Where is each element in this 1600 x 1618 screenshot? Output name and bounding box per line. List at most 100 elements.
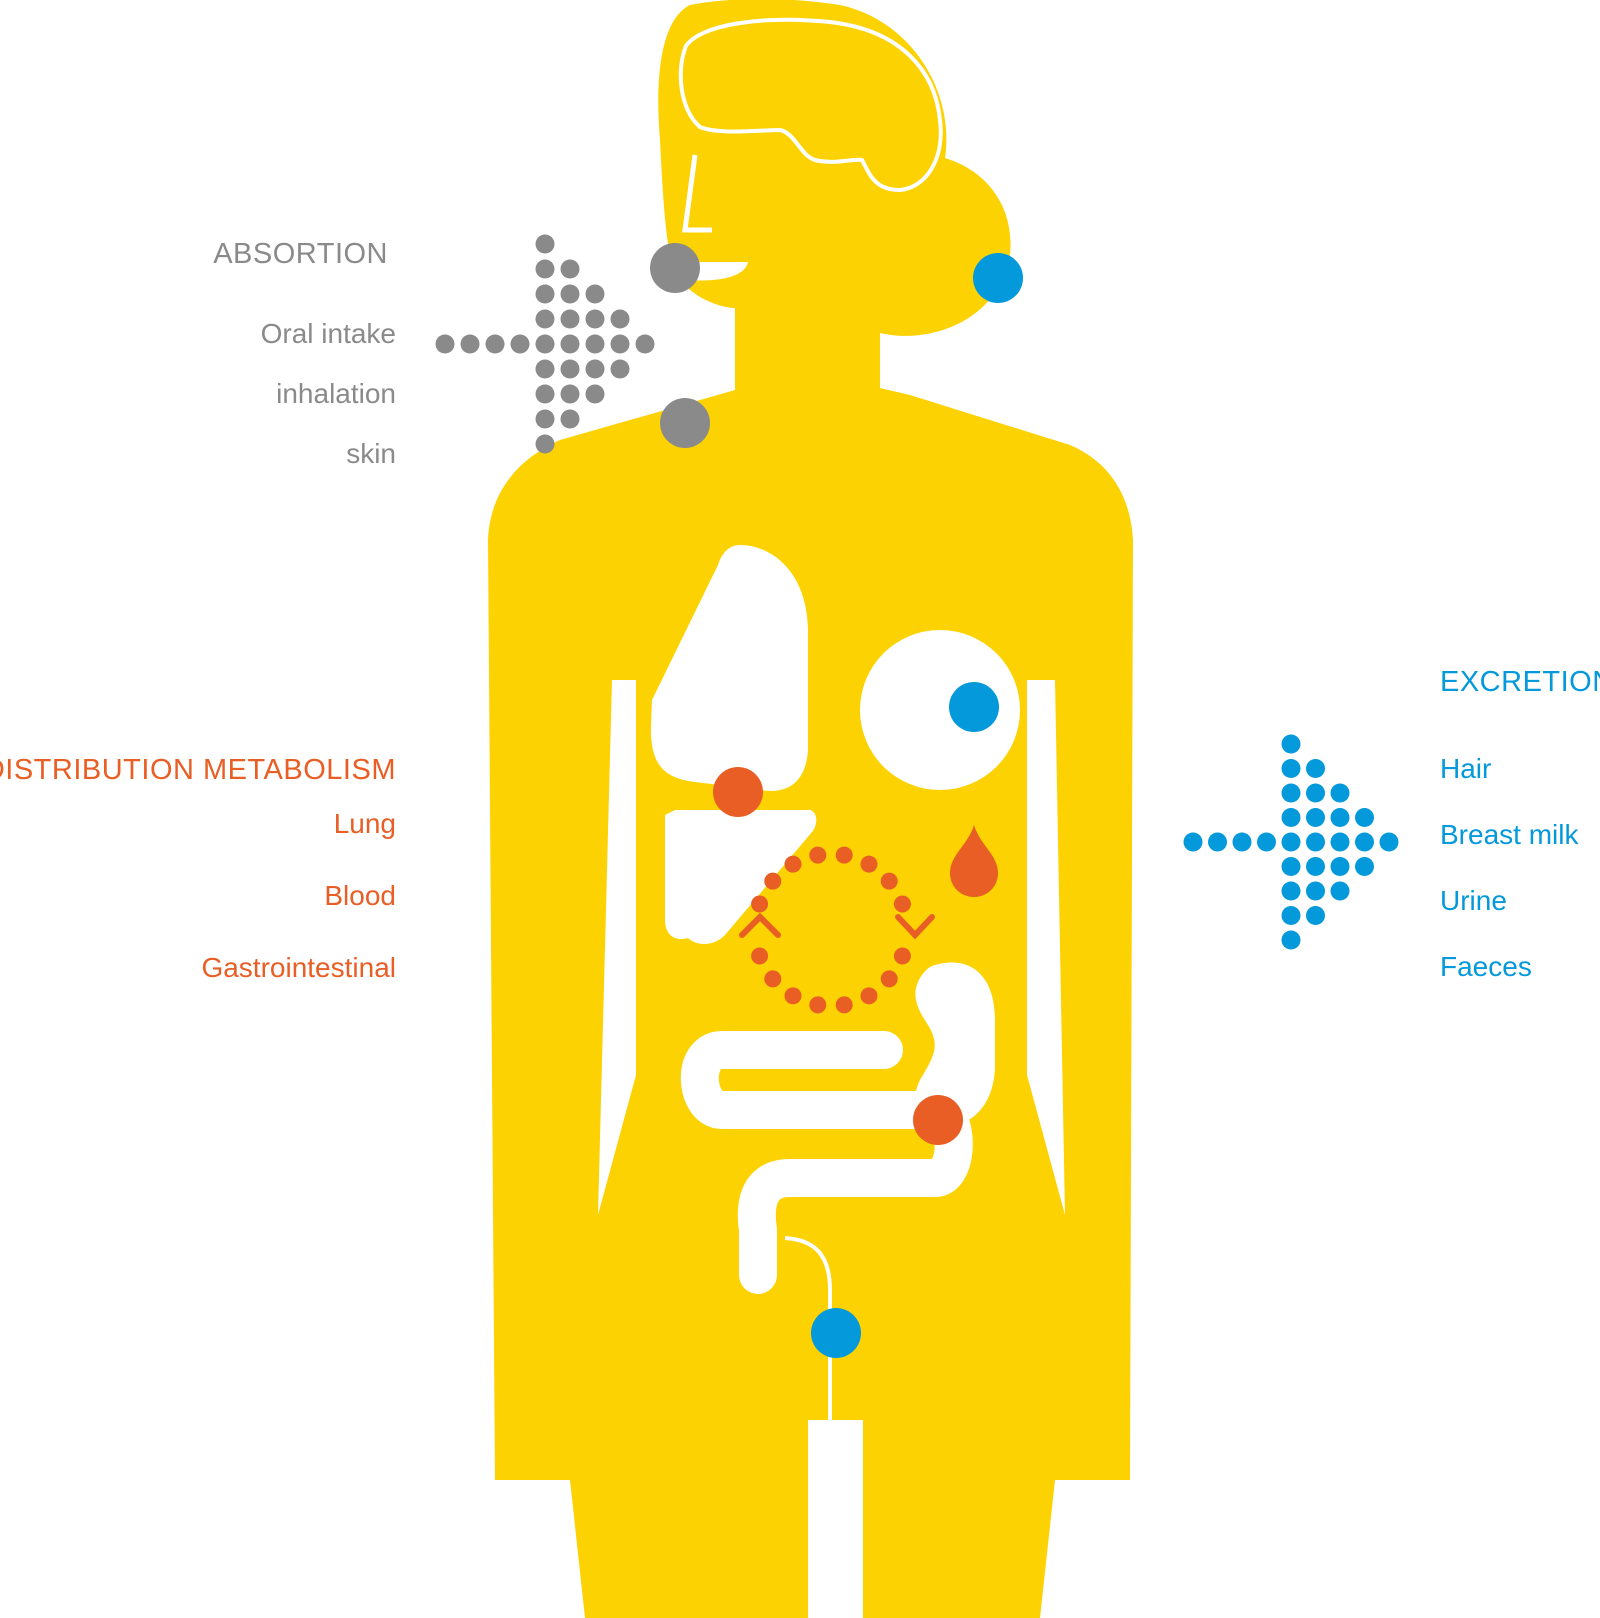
body-silhouette	[488, 0, 1133, 1618]
cycle-dot	[809, 996, 827, 1014]
cycle-dot	[784, 987, 802, 1005]
arrow-dot	[1257, 832, 1276, 852]
arrow-dot	[1281, 759, 1301, 778]
arrow-dot	[610, 334, 630, 354]
arrow-dot	[585, 284, 605, 304]
distribution-marker-gi	[913, 1095, 963, 1145]
human-body-icon	[488, 0, 1133, 1618]
cycle-dot	[860, 855, 878, 873]
cycle-dot	[764, 872, 782, 890]
arrow-dot	[1330, 832, 1350, 852]
excretion-marker-breast	[949, 682, 999, 732]
arrow-dot	[1183, 832, 1203, 852]
breast-icon	[860, 630, 1020, 790]
absorption-marker-skin	[660, 398, 710, 448]
leg-gap	[808, 1420, 863, 1618]
arrow-dot	[1281, 881, 1301, 901]
arrow-dot	[1208, 832, 1227, 852]
arrow-dot	[610, 359, 630, 379]
lung-icon	[650, 545, 808, 791]
arrow-dot	[1281, 857, 1301, 876]
arrow-dot	[610, 309, 630, 329]
arrow-dot	[1232, 832, 1252, 852]
arrow-dot	[535, 359, 555, 379]
cycle-dot	[893, 895, 911, 913]
arrow-dot	[485, 334, 505, 354]
arrow-dot	[535, 259, 555, 279]
cycle-dot	[764, 970, 782, 988]
arrow-dot	[1330, 808, 1350, 827]
cycle-dot	[784, 855, 802, 873]
right-arm-gap	[1027, 680, 1065, 1215]
cycle-dot	[835, 846, 853, 864]
intestine-icon-outlet	[784, 1236, 832, 1420]
arrow-dot	[460, 334, 480, 354]
cycle-arrow-right-icon	[895, 914, 935, 940]
arrow-dot	[1306, 906, 1325, 925]
nose-icon	[682, 154, 712, 233]
excretion-item-hair: Hair	[1440, 753, 1492, 784]
arrow-dot	[1306, 808, 1325, 827]
arrow-dot	[1355, 808, 1374, 827]
arrow-dot	[1306, 759, 1325, 778]
circulation-cycle-icon	[751, 846, 911, 1014]
arrow-dot	[585, 384, 605, 404]
arrow-dot	[535, 334, 555, 354]
arrow-dot	[560, 409, 580, 429]
absorption-marker-mouth	[650, 243, 700, 293]
arrow-dot	[1306, 881, 1325, 901]
left-arm-gap	[598, 680, 636, 1215]
distribution-item-gastrointestinal: Gastrointestinal	[201, 952, 396, 983]
blood-drop-icon	[950, 825, 998, 897]
arrow-dot	[560, 359, 580, 379]
absorption-item-skin: skin	[346, 438, 396, 469]
arrow-dot	[635, 334, 655, 354]
excretion-marker-hair	[973, 253, 1023, 303]
arrow-dot	[1379, 832, 1399, 852]
distribution-heading: DISTRIBUTION METABOLISM	[0, 754, 396, 786]
arrow-dot	[560, 309, 580, 329]
excretion-dotted-arrow-icon	[1183, 734, 1399, 950]
distribution-marker-lung	[713, 767, 763, 817]
brain-icon	[678, 17, 943, 193]
stomach-icon	[915, 962, 995, 1126]
liver-icon	[665, 810, 817, 944]
arrow-dot	[535, 409, 555, 429]
arrow-dot	[585, 359, 605, 379]
arrow-dot	[1306, 832, 1325, 852]
arrow-dot	[1355, 832, 1374, 852]
arrow-dot	[535, 309, 555, 329]
arrow-dot	[510, 334, 530, 354]
cycle-dot	[860, 987, 878, 1005]
arrow-dot	[1281, 906, 1301, 925]
absorption-item-oral-intake: Oral intake	[260, 318, 396, 349]
arrow-dot	[1306, 857, 1325, 876]
excretion-item-urine: Urine	[1440, 885, 1507, 916]
cycle-dot	[835, 996, 853, 1014]
cycle-arrow-left-icon	[739, 912, 781, 938]
cycle-dot	[809, 846, 827, 864]
arrow-dot	[1330, 857, 1350, 876]
arrow-dot	[535, 234, 555, 254]
excretion-marker-urine	[811, 1308, 861, 1358]
absorption-heading: ABSORTION	[213, 238, 388, 270]
arrow-dot	[1330, 783, 1350, 803]
absorption-dotted-arrow-icon	[435, 234, 655, 454]
distribution-item-lung: Lung	[333, 808, 396, 839]
arrow-dot	[1281, 783, 1301, 803]
arrow-dot	[1306, 783, 1325, 803]
arrow-dot	[560, 284, 580, 304]
cycle-dot	[880, 970, 898, 988]
cycle-dot	[880, 872, 898, 890]
arrow-dot	[1281, 734, 1301, 754]
arrow-dot	[435, 334, 455, 354]
cycle-dot	[751, 947, 769, 965]
arrow-dot	[560, 384, 580, 404]
absorption-item-inhalation: inhalation	[276, 378, 396, 409]
arrow-dot	[560, 259, 580, 279]
excretion-item-breast-milk: Breast milk	[1440, 819, 1579, 850]
arrow-dot	[1355, 857, 1374, 876]
cycle-dot	[751, 895, 769, 913]
